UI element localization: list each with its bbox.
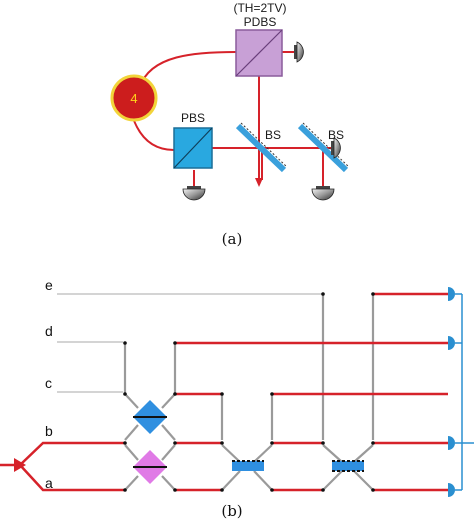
waveguide-lines [123,294,375,491]
beam-source-to-pdbs [139,51,237,88]
bs2-label: BS [328,128,344,142]
detector-icon [448,287,455,301]
pbs-cube [173,127,213,169]
rail-label-b: b [45,423,53,439]
optical-paths [0,292,448,492]
beam-splitter-bar-2 [332,460,364,472]
panel-a: (TH=2TV) PDBS 4 PBS BS BS [110,1,350,248]
pbs-diamond [133,400,167,434]
output-detectors [448,287,474,497]
detector-icon [448,483,455,497]
threshold-label: (TH=2TV) [233,1,286,15]
rail-label-a: a [45,475,53,491]
pdbs-label: PDBS [244,15,277,29]
detector-icon [448,336,455,350]
junction-dots [123,292,375,492]
pdbs-cube [235,29,283,77]
detector-icon [182,186,206,201]
source-label: 4 [130,91,137,106]
detector-icon [311,186,335,201]
beam-splitter-bar-1 [232,460,264,471]
panel-b: e d c b a [0,277,474,520]
photon-source [110,74,158,122]
pbs-label: PBS [181,111,205,125]
rail-label-d: d [45,323,53,339]
input-arrow-icon [14,458,26,472]
arrow-down-icon [255,178,263,187]
beam-paths-a [131,51,331,186]
rail-label-e: e [45,277,53,293]
bs1-label: BS [265,128,281,142]
pdbs-diamond [133,450,167,484]
caption-b: (b) [221,502,242,520]
detector-icon [448,436,455,450]
beam-splitter-1 [235,122,288,173]
beam-splitter-2 [297,122,350,173]
rail-label-c: c [45,375,52,391]
detector-icon [331,137,341,159]
caption-a: (a) [222,230,243,248]
vacuum-rails [57,293,322,393]
detector-icon [294,41,304,63]
